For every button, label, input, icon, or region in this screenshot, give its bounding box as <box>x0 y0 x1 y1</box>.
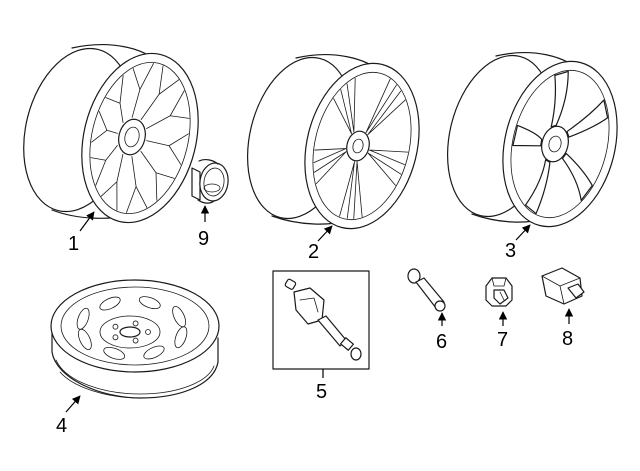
svg-text:2: 2 <box>308 241 319 263</box>
callout-1: 1 <box>68 211 95 255</box>
svg-text:8: 8 <box>562 328 573 350</box>
tpms-sensor-kit[interactable] <box>272 270 370 370</box>
wheel-1-multi-spoke[interactable] <box>7 37 215 235</box>
wheel-3-five-spoke[interactable] <box>432 44 634 238</box>
svg-text:9: 9 <box>198 228 209 250</box>
callout-2: 2 <box>308 225 333 263</box>
callout-8: 8 <box>562 308 574 350</box>
valve-stem[interactable] <box>407 268 446 312</box>
callout-3: 3 <box>505 224 531 262</box>
wheel-2-split-spoke[interactable] <box>232 46 436 240</box>
svg-text:1: 1 <box>68 233 79 255</box>
ford-oval-logo <box>203 183 221 193</box>
locking-lug-nut[interactable] <box>541 267 585 305</box>
center-cap[interactable] <box>191 158 231 204</box>
svg-text:5: 5 <box>316 381 327 403</box>
sensor-box <box>272 270 370 370</box>
callout-5: 5 <box>316 369 327 403</box>
svg-text:4: 4 <box>56 415 67 437</box>
svg-text:6: 6 <box>436 331 447 353</box>
callout-6: 6 <box>436 312 447 353</box>
callout-9: 9 <box>198 205 210 250</box>
lug-nut[interactable] <box>485 277 513 307</box>
spare-steel-wheel[interactable] <box>50 279 220 399</box>
svg-text:7: 7 <box>497 329 508 351</box>
callout-7: 7 <box>497 311 508 351</box>
svg-text:3: 3 <box>505 240 516 262</box>
callout-4: 4 <box>56 395 81 437</box>
